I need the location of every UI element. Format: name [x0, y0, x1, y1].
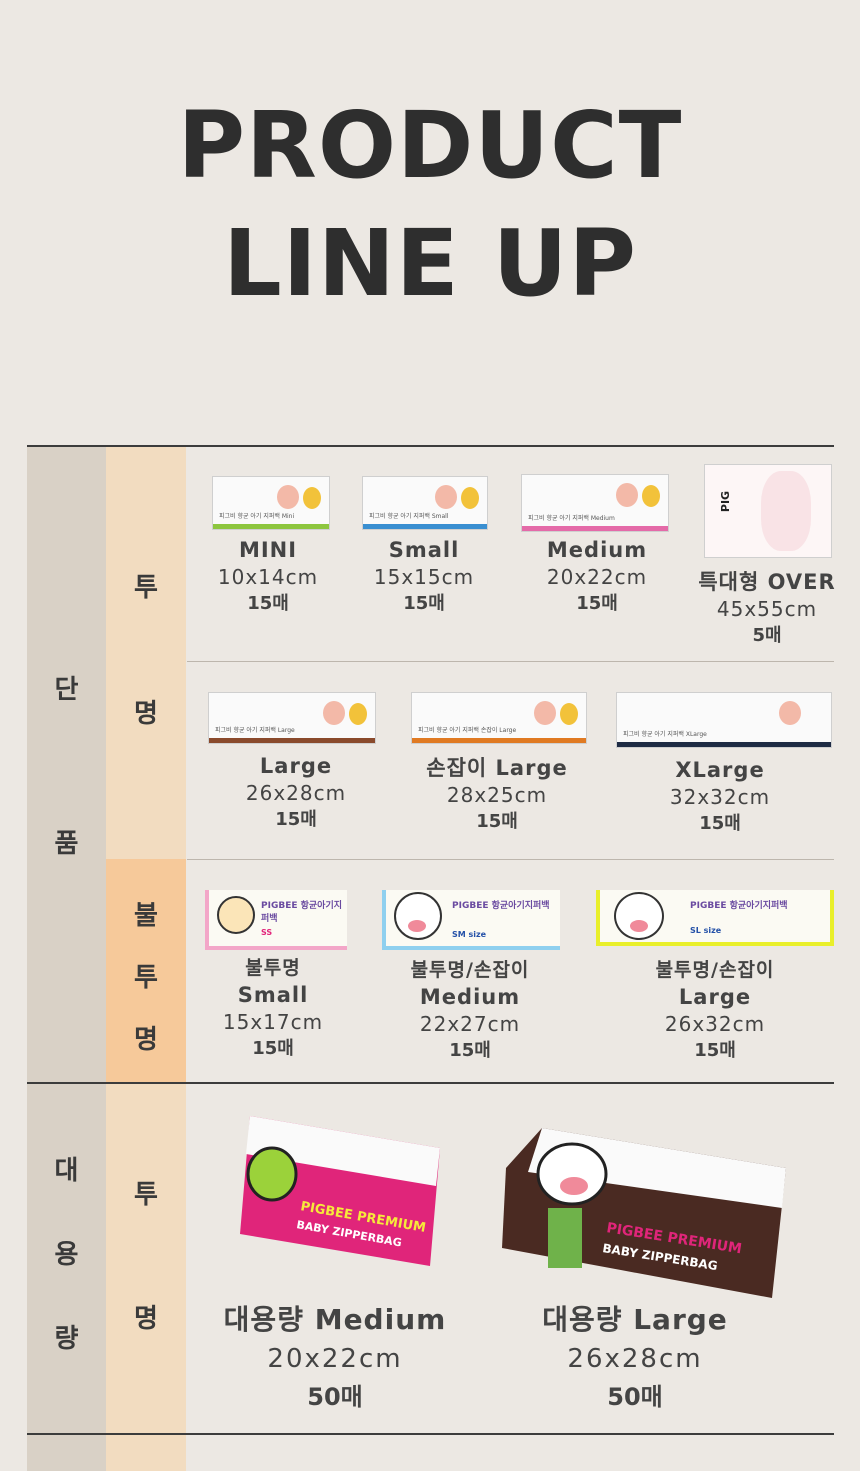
product-item-large: Large 26x28cm 15매 [245, 754, 347, 830]
pig-mascot-icon [323, 701, 345, 725]
section-rule [27, 1082, 834, 1084]
pig-mascot-icon [435, 485, 457, 509]
page-title-line1: PRODUCT [177, 92, 683, 199]
table-top-rule [27, 445, 834, 447]
type-char: 명 [134, 1304, 158, 1334]
pig-face-icon [614, 892, 664, 940]
type-cell-opaque: 불 투 명 [106, 859, 186, 1083]
mascot-face-icon [217, 896, 255, 934]
type-char: 투 [134, 1180, 158, 1210]
type-char: 불 [134, 901, 158, 931]
type-cell-bulk-clear: 투 명 [106, 1084, 186, 1434]
product-item-mini: MINI 10x14cm 15매 [217, 538, 319, 614]
category-cell-bulk: 대 용 량 [27, 1084, 106, 1434]
bee-mascot-icon [461, 487, 479, 509]
category-cell-next [27, 1435, 106, 1471]
product-pack-opaque-medium: PIGBEE 항균아기지퍼백 SM size [382, 890, 560, 950]
row-divider [187, 661, 834, 662]
type-cell-next [106, 1435, 186, 1471]
bee-mascot-icon [349, 703, 367, 725]
product-box-xlarge: 피그비 향균 아기 지퍼백 XLarge [616, 692, 832, 748]
product-box-bulk-large: PIGBEE PREMIUM BABY ZIPPERBAG [502, 1128, 786, 1298]
category-char: 품 [54, 829, 79, 859]
pig-mascot-icon [534, 701, 556, 725]
product-box-medium: 피그비 향균 아기 지퍼백 Medium [521, 474, 669, 532]
bee-mascot-icon [642, 485, 660, 507]
page-title-line2: LINE UP [223, 210, 637, 317]
brand-logo-icon: PIG [719, 490, 733, 513]
product-item-opaque-medium: 불투명/손잡이 Medium 22x27cm 15매 [410, 959, 530, 1061]
product-item-handle-large: 손잡이 Large 28x25cm 15매 [426, 756, 568, 832]
product-pack-opaque-small: PIGBEE 항균아기지퍼백 SS [205, 890, 347, 950]
type-cell-clear: 투 명 [106, 447, 186, 859]
product-item-opaque-small: 불투명 Small 15x17cm 15매 [222, 957, 324, 1059]
category-char: 대 [54, 1156, 79, 1186]
type-char: 명 [134, 699, 158, 729]
pig-face-icon [394, 892, 442, 940]
bee-mascot-icon [560, 703, 578, 725]
row-divider [187, 859, 834, 860]
product-box-handle-large: 피그비 향균 아기 지퍼백 손잡이 Large [411, 692, 587, 744]
product-item-over: 특대형 OVER 45x55cm 5매 [698, 570, 836, 646]
product-item-bulk-large: 대용량 Large 26x28cm 50매 [542, 1303, 728, 1411]
type-char: 투 [134, 573, 158, 603]
product-item-bulk-medium: 대용량 Medium 20x22cm 50매 [223, 1303, 447, 1411]
category-char: 량 [54, 1324, 79, 1354]
product-box-small: 피그비 향균 아기 지퍼백 Small [362, 476, 488, 530]
pig-mascot-icon [277, 485, 299, 509]
pig-mascot-icon [616, 483, 638, 507]
product-box-over: PIG [704, 464, 832, 558]
product-box-bulk-medium: PIGBEE PREMIUM BABY ZIPPERBAG [230, 1116, 440, 1276]
pig-mascot-icon [779, 701, 801, 725]
type-char: 투 [134, 963, 158, 993]
product-item-opaque-large: 불투명/손잡이 Large 26x32cm 15매 [655, 959, 775, 1061]
section-rule [27, 1433, 834, 1435]
type-char: 명 [134, 1025, 158, 1055]
category-char: 단 [54, 675, 79, 705]
bee-mascot-icon [303, 487, 321, 509]
product-item-xlarge: XLarge 32x32cm 15매 [669, 758, 771, 834]
product-item-small: Small 15x15cm 15매 [373, 538, 475, 614]
product-box-mini: 피그비 향균 아기 지퍼백 Mini [212, 476, 330, 530]
product-pack-opaque-large: PIGBEE 항균아기지퍼백 SL size [596, 890, 834, 946]
product-box-large: 피그비 향균 아기 지퍼백 Large [208, 692, 376, 744]
category-cell-single: 단 품 [27, 447, 106, 1083]
category-char: 용 [54, 1240, 79, 1270]
product-item-medium: Medium 20x22cm 15매 [546, 538, 648, 614]
